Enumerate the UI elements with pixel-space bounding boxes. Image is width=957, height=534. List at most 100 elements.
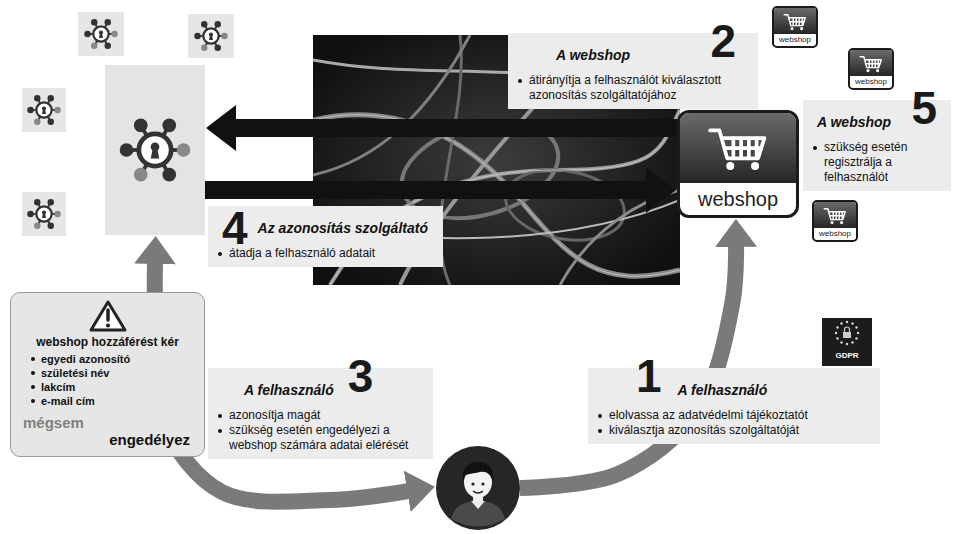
bullet-item: szükség esetén regisztrálja a felhasznál… — [811, 140, 943, 185]
provider-tile — [22, 88, 66, 132]
bullet-dot — [598, 414, 602, 418]
bullet-item: átirányítja a felhasználót kiválasztott … — [516, 73, 750, 103]
cart-symbol — [784, 15, 805, 30]
bullet-dot — [31, 371, 35, 375]
bullet-item: azonosítja magát — [216, 408, 425, 423]
avatar-body — [451, 501, 505, 527]
avatar-ground — [436, 446, 520, 530]
icon-label: webshop — [850, 76, 892, 88]
step-body: átirányítja a felhasználót kiválasztott … — [516, 73, 750, 103]
hub-symbol — [120, 118, 191, 181]
bullet-item: kiválasztja azonosítás szolgáltatóját — [596, 423, 872, 438]
cart-icon — [680, 113, 796, 183]
gdpr-badge — [822, 318, 872, 366]
bullet-dot — [31, 357, 35, 361]
cart-symbol — [824, 209, 845, 224]
hub-symbol — [27, 199, 60, 229]
step-heading: A felhasználó — [244, 382, 334, 398]
bullet-dot — [218, 252, 222, 256]
step-number: 4 — [222, 210, 248, 246]
step-number: 1 — [636, 358, 662, 394]
hub-symbol — [84, 19, 117, 49]
icon-label: webshop — [774, 34, 816, 46]
icon-ground — [850, 50, 892, 76]
step-heading: A felhasználó — [678, 382, 768, 398]
identity-provider-icon — [105, 65, 205, 235]
step-heading: A webshop — [817, 114, 891, 130]
warning-bar — [106, 310, 110, 320]
flow-arrow — [235, 119, 677, 137]
webshop-icon: webshop — [677, 110, 799, 218]
step-header: A felhasználó3 — [216, 372, 425, 408]
bullet-dot — [518, 79, 522, 83]
webshop-icon: webshop — [772, 6, 818, 48]
step-box: 1A felhasználóelolvassa az adatvédelmi t… — [588, 368, 880, 444]
bullet-dot — [813, 146, 817, 150]
dialog-item: egyedi azonosító — [29, 352, 194, 366]
dialog-item: születési név — [29, 366, 194, 380]
warning-triangle — [91, 302, 125, 330]
step-header: A webshop5 — [811, 104, 943, 140]
user-avatar — [436, 446, 520, 530]
icon-ground — [814, 202, 856, 228]
flow-arrow — [205, 181, 647, 199]
avatar — [436, 446, 520, 530]
icon-ground — [774, 8, 816, 34]
consent-dialog: webshop hozzáférést kér egyedi azonosítós… — [10, 292, 205, 457]
badge-ground — [822, 318, 872, 366]
eu-stars — [835, 321, 859, 345]
hub-symbol — [27, 95, 60, 125]
cart-icon — [814, 202, 856, 228]
step-box: A webshop5szükség esetén regisztrálja a … — [803, 100, 951, 191]
avatar-eye — [481, 482, 484, 485]
icon-label: webshop — [814, 228, 856, 240]
step-header: 4 Az azonosítás szolgáltató — [216, 210, 435, 246]
step-body: elolvassa az adatvédelmi tájékoztatótkiv… — [596, 408, 872, 438]
identity-provider-icons — [22, 12, 234, 236]
cart-symbol — [710, 130, 764, 170]
icon-label: webshop — [680, 183, 796, 215]
avatar-mouth — [473, 491, 483, 493]
step-box: 4Az azonosítás szolgáltatóátadja a felha… — [208, 206, 443, 267]
step-number: 3 — [348, 358, 374, 394]
lock-shackle — [845, 327, 850, 332]
badge-label: GDPR — [822, 351, 872, 361]
dialog-list: egyedi azonosítószületési névlakcíme-mai… — [21, 352, 194, 408]
hub-symbol — [194, 21, 227, 51]
step-number: 2 — [710, 23, 736, 59]
provider-tile — [22, 192, 66, 236]
warning-dot — [105, 323, 109, 327]
avatar-eye — [471, 482, 474, 485]
step-body: szükség esetén regisztrálja a felhasznál… — [811, 140, 943, 185]
lock-body — [843, 332, 851, 338]
bullet-dot — [218, 414, 222, 418]
step-body: azonosítja magátszükség esetén engedélye… — [216, 408, 425, 453]
step-heading: Az azonosítás szolgáltató — [258, 220, 428, 236]
webshop-icon: webshop — [848, 48, 894, 90]
avatar-collar — [471, 501, 485, 509]
cancel-button: mégsem — [23, 414, 194, 431]
icon-ground — [680, 113, 796, 183]
step-header: A webshop2 — [516, 37, 750, 73]
step-heading: A webshop — [556, 47, 630, 63]
provider-tile — [78, 12, 124, 56]
bullet-item: elolvassa az adatvédelmi tájékoztatót — [596, 408, 872, 423]
step-box: A felhasználó3azonosítja magátszükség es… — [208, 368, 433, 459]
warning-icon — [88, 299, 128, 333]
bullet-dot — [31, 385, 35, 389]
label-holder: GDPR — [822, 351, 872, 361]
dialog-item: lakcím — [29, 380, 194, 394]
webshop-icon: webshop — [812, 200, 858, 242]
flow-arrow — [520, 246, 736, 488]
hub-icon — [105, 65, 205, 235]
cart-icon — [850, 50, 892, 76]
provider-tile — [188, 14, 234, 58]
bullet-dot — [31, 399, 35, 403]
dialog-item: e-mail cím — [29, 394, 194, 408]
step-box: A webshop2átirányítja a felhasználót kiv… — [508, 33, 758, 109]
dialog-heading: webshop hozzáférést kér — [21, 335, 194, 349]
bullet-item: szükség esetén engedélyezi a webshop szá… — [216, 423, 425, 453]
